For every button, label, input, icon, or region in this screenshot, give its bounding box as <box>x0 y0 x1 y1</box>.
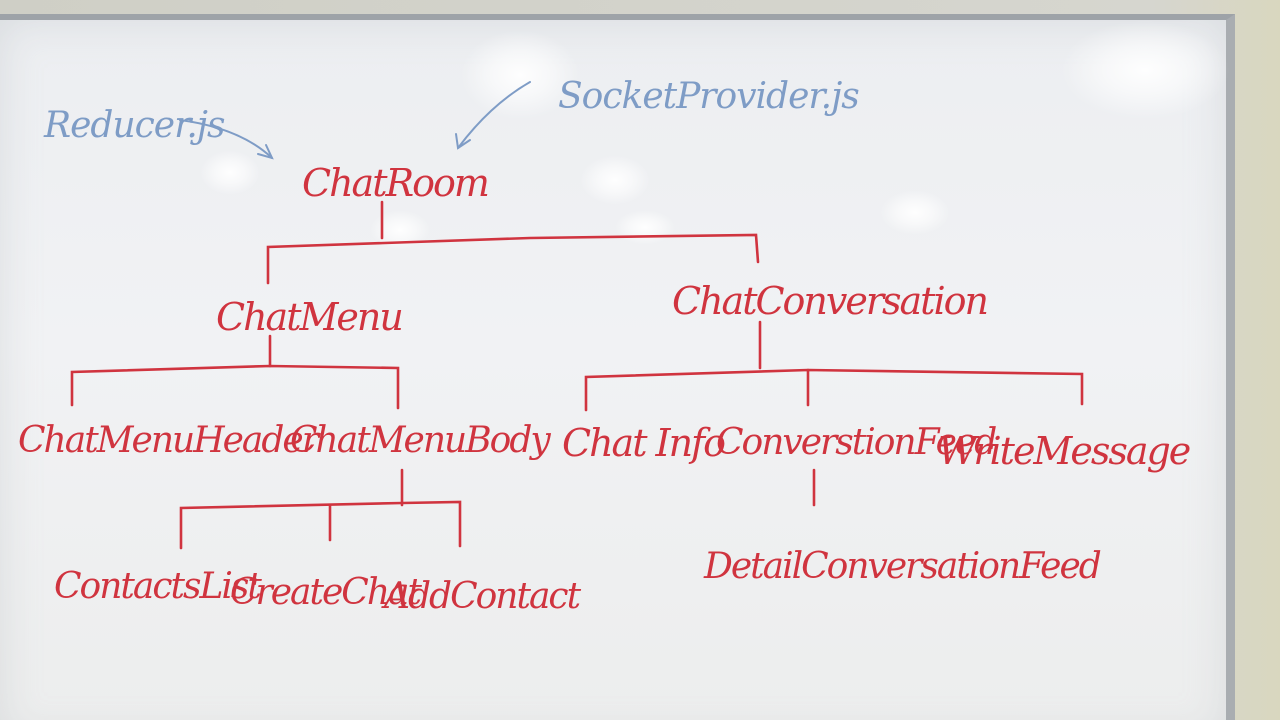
reducer-arrow <box>179 119 273 159</box>
node-chat-room: ChatRoom <box>302 161 488 205</box>
edge-menubody-branch <box>179 500 462 550</box>
reducer-arrow-head <box>257 144 274 160</box>
node-contacts-list: ContactsList <box>54 566 262 607</box>
node-chat-menu: ChatMenu <box>216 295 402 339</box>
node-add-contact: AddContact <box>381 576 582 617</box>
node-create-chat: CreateChat <box>230 572 422 613</box>
reducer-label: Reducer.js <box>43 105 225 146</box>
socket-provider-label: SocketProvider.js <box>558 76 859 117</box>
node-write-message: WriteMessage <box>938 429 1190 473</box>
node-chat-menu-body: ChatMenuBody <box>290 420 551 461</box>
edge-root-branch <box>266 233 760 285</box>
node-chat-conversation: ChatConversation <box>672 279 987 323</box>
edge-chatmenu-branch <box>70 364 400 410</box>
node-chat-info: Chat Info <box>562 421 725 465</box>
edge-conversation-branch <box>584 368 1084 412</box>
node-chat-menu-header: ChatMenuHeader <box>18 420 321 461</box>
socket-arrow-head <box>455 133 471 150</box>
node-detail-conversation-feed: DetailConversationFeed <box>703 546 1101 587</box>
node-conversation-feed: ConverstionFeed <box>716 422 996 463</box>
socket-arrow <box>457 81 531 149</box>
